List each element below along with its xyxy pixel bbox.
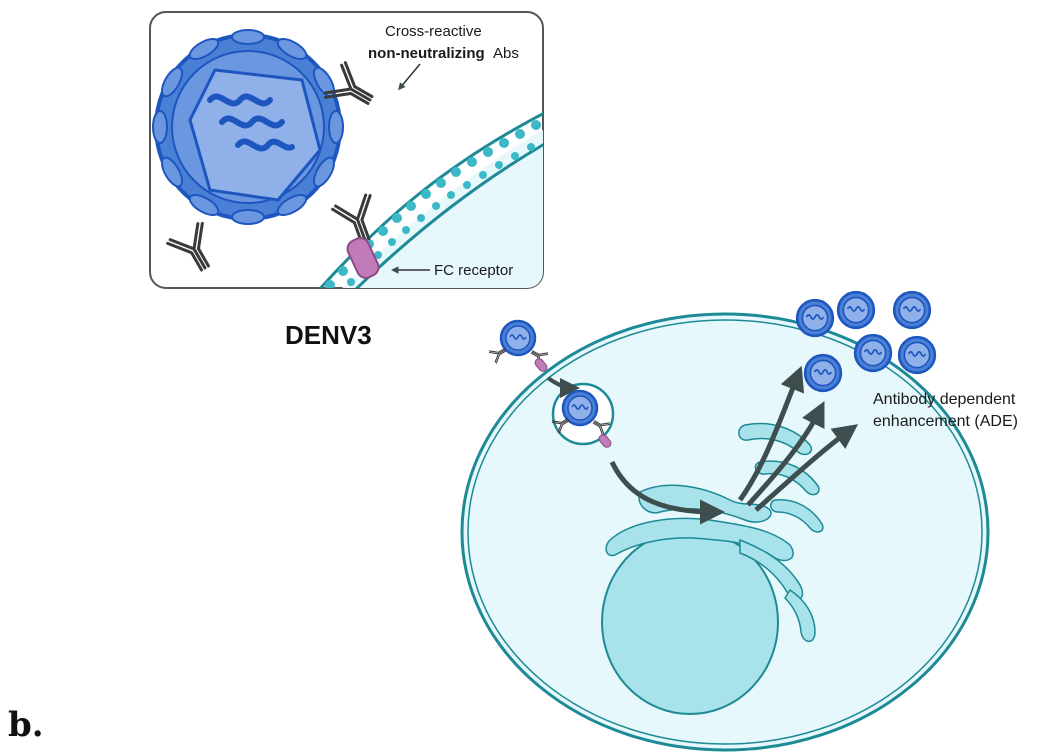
pointer-abs (398, 63, 421, 91)
arrow-exit-1 (737, 365, 805, 502)
fc-receptor-mini (534, 358, 548, 372)
arrow-to-er (609, 460, 725, 525)
viral-rna (207, 93, 295, 152)
endosome (551, 382, 615, 448)
label-cross-reactive: Cross-reactive (385, 23, 482, 40)
arrow-exit-2 (746, 401, 825, 507)
arrow-entry (546, 376, 580, 398)
label-fc-receptor: FC receptor (434, 262, 513, 279)
svg-text:non-neutralizing Abs: non-neutralizing Abs (368, 45, 519, 62)
arrow-exit-3 (754, 424, 859, 512)
inset-membrane-outer (308, 103, 543, 288)
host-cell (460, 312, 990, 752)
panel-letter: b. (8, 705, 44, 745)
serotype-title: DENV3 (285, 320, 372, 350)
label-ade-line2: enhancement (ADE) (873, 413, 1018, 430)
virus-antibody-complex-entering (488, 319, 549, 372)
label-abs: Abs (493, 45, 519, 62)
capsid (188, 68, 322, 202)
inset-panel: Cross-reactive non-neutralizing Abs FC r… (149, 11, 544, 289)
label-ade-line1: Antibody dependent (873, 391, 1016, 408)
label-non-neutralizing: non-neutralizing (368, 45, 485, 62)
virus-particle-large (152, 29, 344, 225)
fc-receptor (346, 237, 380, 279)
